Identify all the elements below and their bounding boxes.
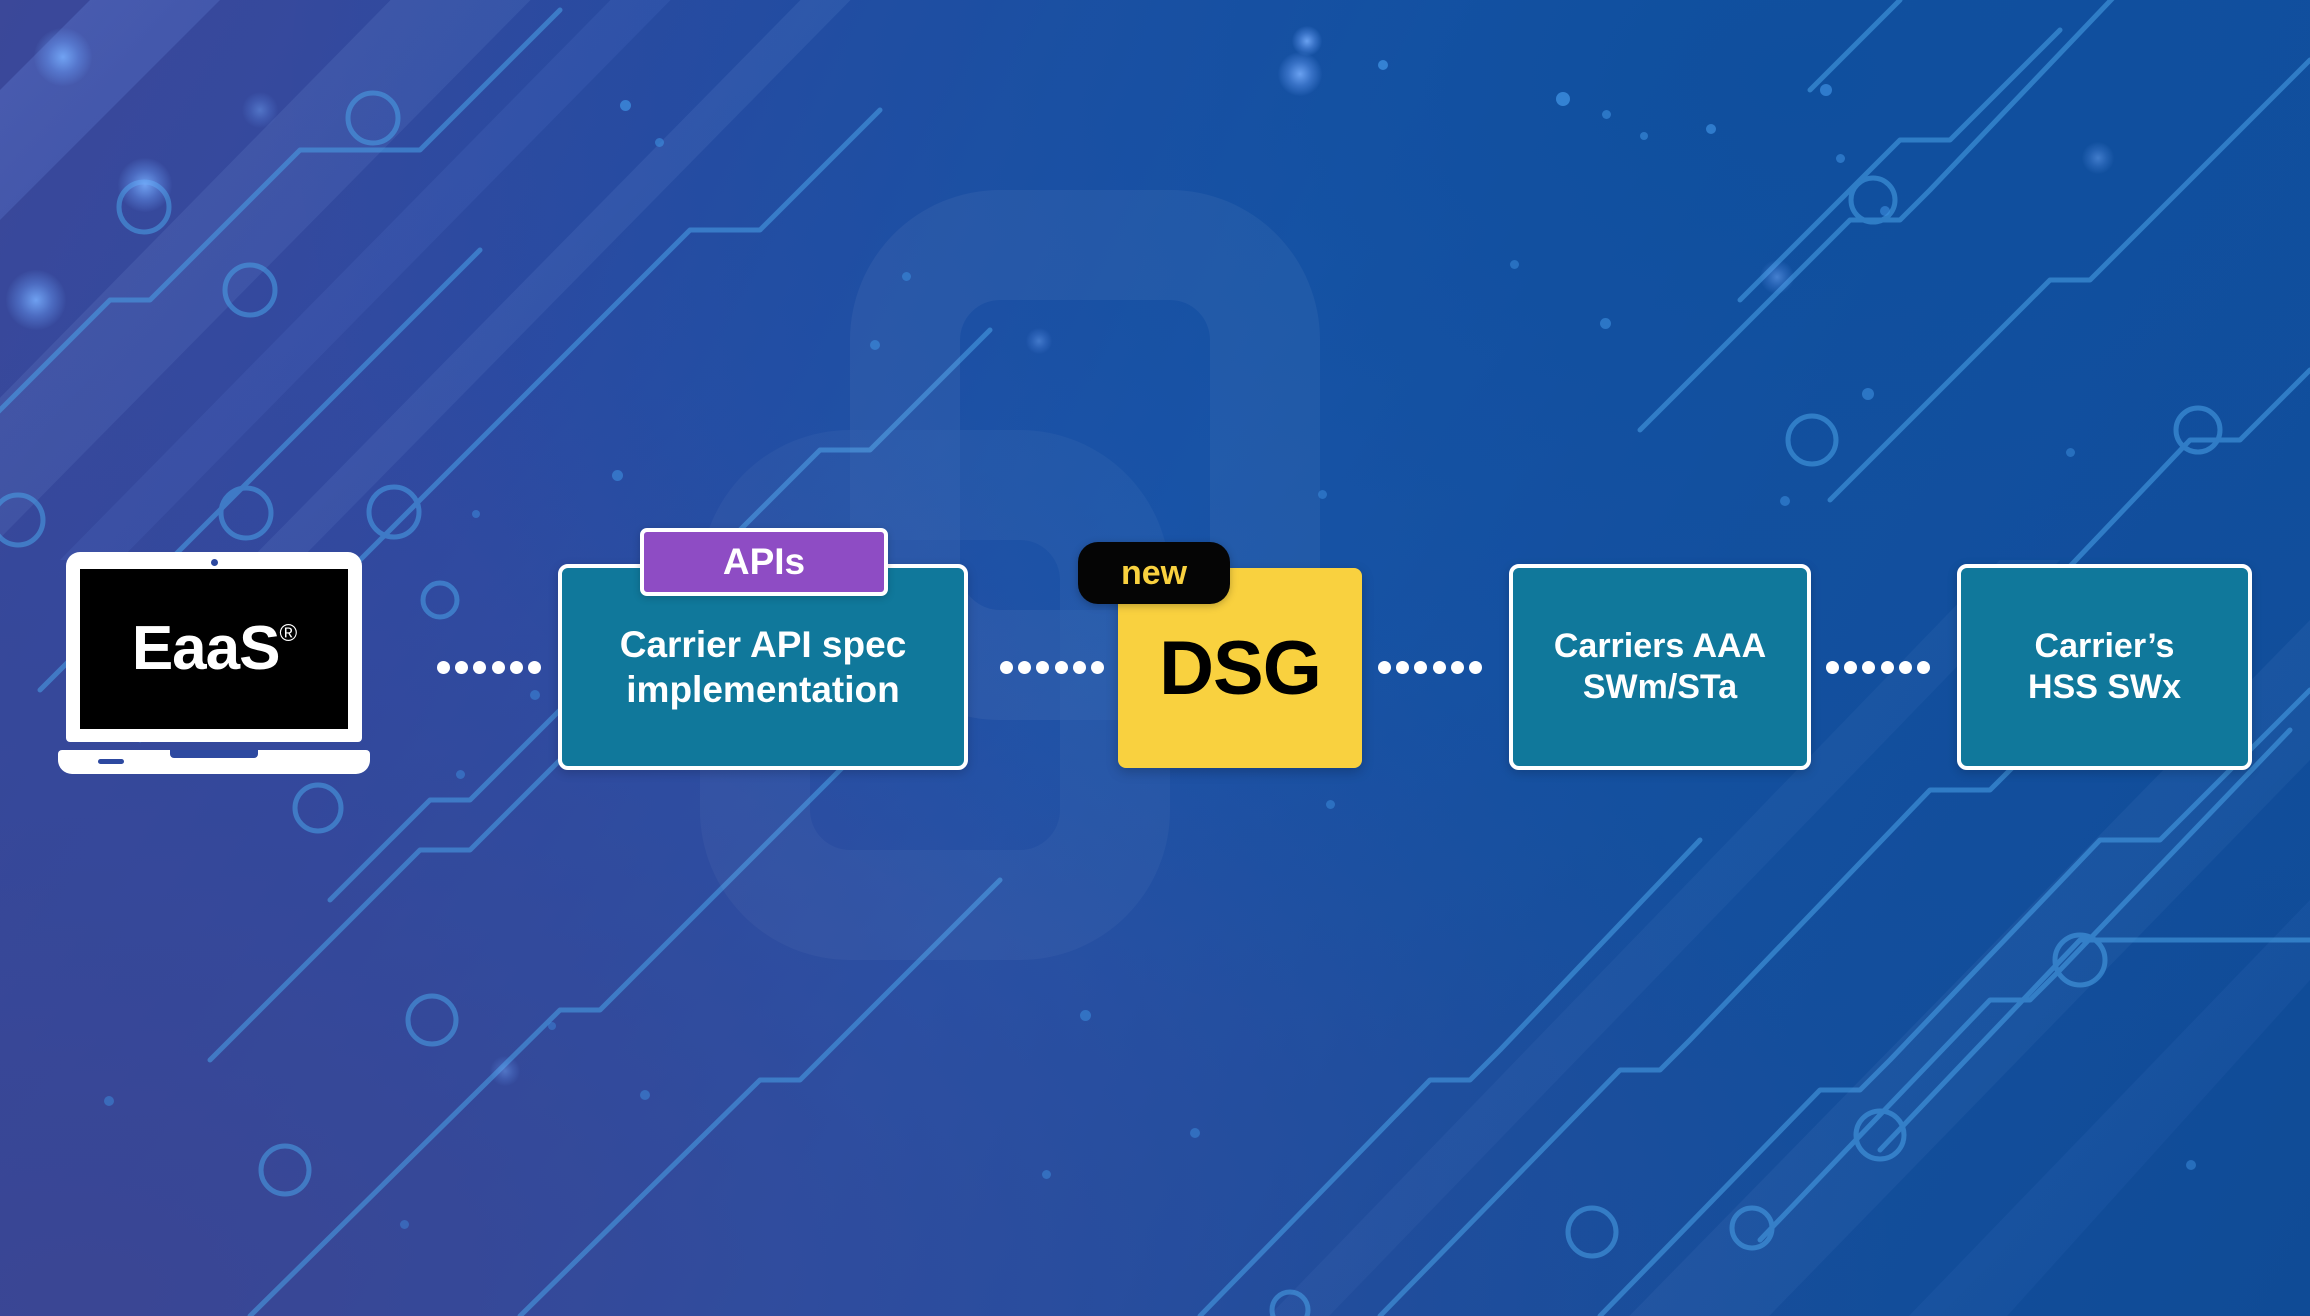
webcam-icon	[210, 559, 218, 566]
connector-dot	[1072, 660, 1086, 674]
particle-dot	[1880, 206, 1890, 216]
particle-dot	[1080, 1010, 1091, 1021]
eaas-brand-text: EaaS	[131, 614, 281, 683]
node-carrier-api-spec-label: Carrier API spec implementation	[604, 622, 923, 712]
glow-dot	[1278, 52, 1322, 96]
glow-dot	[490, 1056, 520, 1086]
connector-dot	[1378, 660, 1391, 674]
connector-dot	[1396, 660, 1410, 674]
glow-dot	[34, 28, 92, 86]
connector-eaas-to-api	[437, 660, 541, 674]
laptop-screen: EaaS®	[80, 569, 348, 729]
node-label-line-2: HSS SWx	[2027, 668, 2182, 706]
particle-dot	[1602, 110, 1611, 119]
eaas-laptop: EaaS®	[58, 552, 370, 774]
apis-tag[interactable]: APIs	[640, 528, 888, 596]
connector-dot	[527, 660, 541, 674]
particle-dot	[400, 1220, 409, 1229]
connector-dot	[1090, 660, 1104, 674]
connector-dot	[1432, 660, 1446, 674]
glow-dot	[1760, 260, 1794, 294]
glow-dot	[118, 158, 172, 212]
particle-dot	[1190, 1128, 1200, 1138]
connector-dot	[1826, 660, 1839, 674]
connector-dot	[1018, 660, 1032, 674]
particle-dot	[472, 510, 480, 518]
particle-dot	[640, 1090, 650, 1100]
connector-dsg-to-aaa	[1378, 660, 1482, 674]
particle-dot	[2066, 448, 2075, 457]
connector-dot	[1880, 660, 1894, 674]
laptop-base	[58, 750, 370, 774]
node-carriers-aaa[interactable]: Carriers AAA SWm/STa	[1509, 564, 1811, 770]
particle-dot	[612, 470, 623, 481]
connector-dot	[1898, 660, 1912, 674]
connector-dot	[1000, 660, 1013, 674]
particle-dot	[104, 1096, 114, 1106]
glow-dot	[1292, 26, 1322, 56]
connector-dot	[1862, 660, 1876, 674]
connector-dot	[455, 660, 469, 674]
connector-dot	[1414, 660, 1428, 674]
connector-dot	[1450, 660, 1464, 674]
node-carriers-hss[interactable]: Carrier’s HSS SWx	[1957, 564, 2252, 770]
laptop-lid: EaaS®	[66, 552, 362, 742]
node-label-line-1: Carrier API spec	[619, 623, 907, 665]
particle-dot	[456, 770, 465, 779]
eaas-wordmark: EaaS®	[131, 614, 297, 683]
particle-dot	[1556, 92, 1570, 106]
particle-dot	[1326, 800, 1335, 809]
registered-trademark-icon: ®	[279, 620, 297, 647]
connector-dot	[1468, 660, 1482, 674]
connector-dot	[1054, 660, 1068, 674]
laptop-indicator	[98, 759, 124, 764]
node-label-line-2: SWm/STa	[1582, 668, 1738, 706]
particle-dot	[1042, 1170, 1051, 1179]
connector-dot	[1844, 660, 1858, 674]
node-dsg-label: DSG	[1159, 625, 1322, 711]
particle-dot	[2186, 1160, 2196, 1170]
node-dsg[interactable]: DSG	[1118, 568, 1362, 768]
particle-dot	[902, 272, 911, 281]
node-label-line-2: implementation	[626, 669, 900, 710]
particle-dot	[1510, 260, 1519, 269]
connector-dot	[473, 660, 487, 674]
node-label-line-1: Carrier’s	[2034, 626, 2175, 665]
glow-dot	[1026, 328, 1052, 354]
particle-dot	[1862, 388, 1874, 400]
node-carrier-api-spec[interactable]: Carrier API spec implementation	[558, 564, 968, 770]
particle-dot	[1836, 154, 1845, 163]
connector-api-to-dsg	[1000, 660, 1104, 674]
connector-dot	[1036, 660, 1050, 674]
particle-dot	[1780, 496, 1790, 506]
particle-dot	[655, 138, 664, 147]
particle-dot	[548, 1022, 556, 1030]
connector-aaa-to-hss	[1826, 660, 1930, 674]
connector-dot	[437, 660, 450, 674]
node-carriers-hss-label: Carrier’s HSS SWx	[2012, 626, 2197, 709]
glow-dot	[6, 270, 66, 330]
particle-dot	[620, 100, 631, 111]
particle-dot	[1378, 60, 1388, 70]
particle-dot	[1318, 490, 1327, 499]
glow-dot	[242, 92, 278, 128]
particle-dot	[530, 690, 540, 700]
node-label-line-1: Carriers AAA	[1553, 626, 1767, 665]
connector-dot	[1916, 660, 1930, 674]
laptop-notch	[170, 750, 258, 758]
particle-dot	[1600, 318, 1611, 329]
connector-dot	[509, 660, 523, 674]
particle-dot	[1706, 124, 1716, 134]
connector-dot	[491, 660, 505, 674]
particle-dot	[870, 340, 880, 350]
node-carriers-aaa-label: Carriers AAA SWm/STa	[1538, 626, 1782, 709]
particle-dot	[1820, 84, 1832, 96]
particle-dot	[1640, 132, 1648, 140]
new-badge: new	[1078, 542, 1230, 604]
glow-dot	[2082, 142, 2114, 174]
